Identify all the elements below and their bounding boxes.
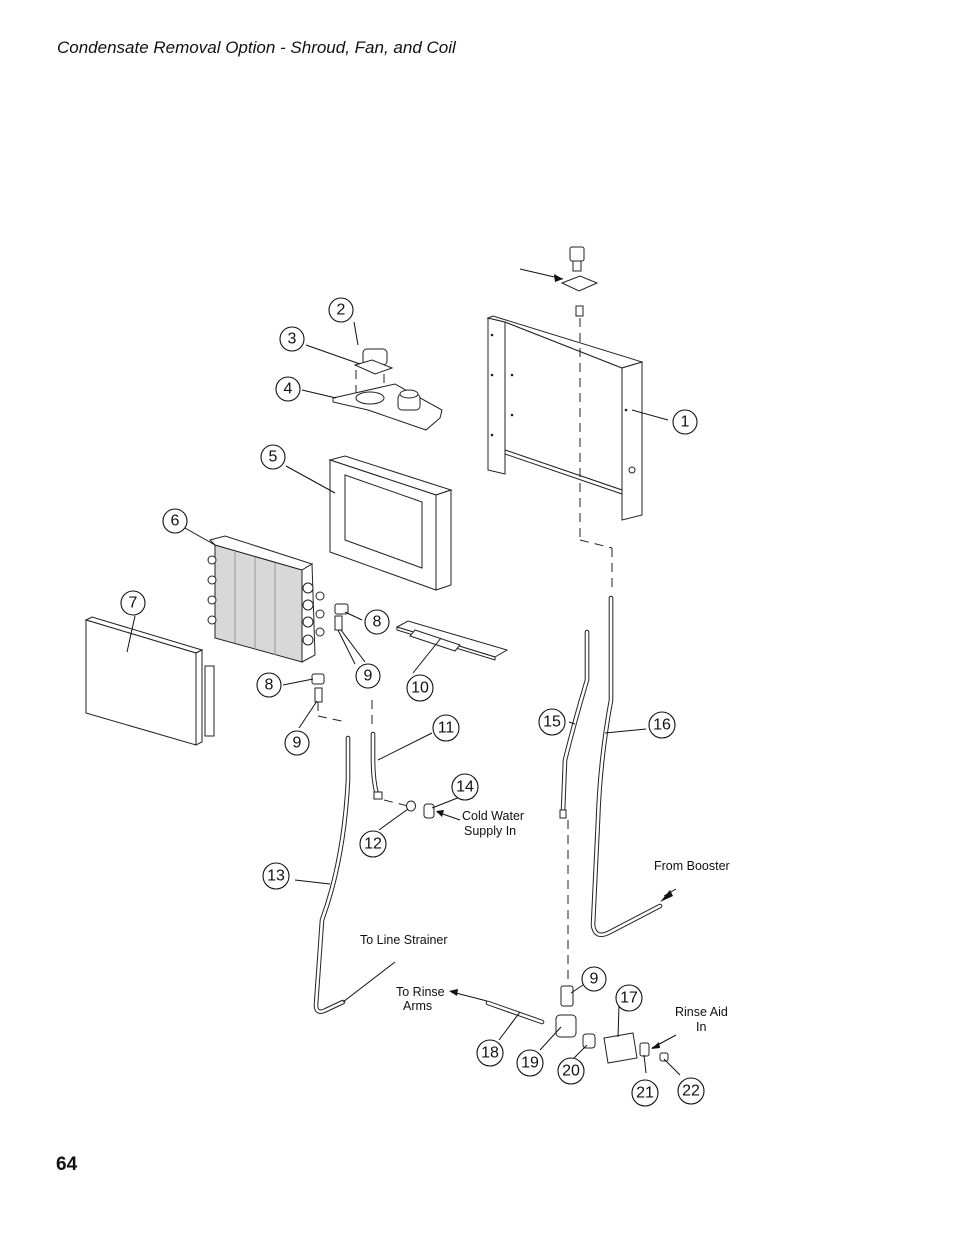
callout-6: 6 [162,508,188,534]
svg-text:3: 3 [288,331,297,348]
svg-text:18: 18 [481,1045,499,1062]
callout-21: 21 [631,1079,659,1107]
svg-text:14: 14 [456,779,474,796]
svg-text:Cold Water: Cold Water [462,809,524,823]
note-from-booster: From Booster [654,859,730,873]
callout-1: 1 [672,409,698,435]
rinse-manifold [449,985,677,1064]
drain-tube [313,735,396,1014]
svg-text:9: 9 [590,971,599,988]
callout-3: 3 [279,326,305,352]
note-cold-water-supply: Cold Water Supply In [462,809,524,838]
svg-text:22: 22 [682,1083,700,1100]
callout-15: 15 [538,708,566,736]
callout-2: 2 [328,297,354,323]
svg-text:4: 4 [284,381,293,398]
rinse-tube [559,629,590,819]
svg-text:5: 5 [269,449,278,466]
callout-18: 18 [476,1039,504,1067]
drain-tray [395,620,509,661]
callout-8-lower: 8 [256,672,282,698]
svg-text:19: 19 [521,1055,539,1072]
callout-4: 4 [275,376,301,402]
callout-5: 5 [260,444,286,470]
callout-11: 11 [432,714,460,742]
callout-19: 19 [516,1049,544,1077]
svg-text:9: 9 [293,735,302,752]
svg-text:To Rinse: To Rinse [396,985,445,999]
svg-text:15: 15 [543,714,561,731]
callout-20: 20 [557,1057,585,1085]
leader-lines [126,321,681,1076]
note-to-rinse-arms: To Rinse Arms [396,985,445,1013]
callout-9-upper: 9 [355,663,381,689]
callout-16: 16 [648,711,676,739]
adapter-fitting [406,800,416,812]
upper-elbow-fittings [334,603,356,665]
svg-text:20: 20 [562,1063,580,1080]
note-rinse-aid-in: Rinse Aid In [675,1005,728,1034]
callout-14: 14 [451,773,479,801]
supply-valve [423,803,461,821]
shroud-panel [486,315,644,521]
svg-text:6: 6 [171,513,180,530]
svg-text:Supply In: Supply In [464,824,516,838]
short-tube [370,700,409,807]
svg-text:9: 9 [364,668,373,685]
svg-text:11: 11 [438,720,455,737]
callout-10: 10 [406,674,434,702]
svg-text:Rinse Aid: Rinse Aid [675,1005,728,1019]
svg-text:1: 1 [681,414,690,431]
cover-panel [84,616,215,746]
svg-text:12: 12 [364,836,382,853]
svg-text:In: In [696,1020,706,1034]
svg-text:17: 17 [620,990,638,1007]
svg-text:13: 13 [267,868,285,885]
condenser-coil [207,535,325,663]
page-title: Condensate Removal Option - Shroud, Fan,… [57,38,456,57]
svg-text:2: 2 [337,302,346,319]
callout-9-left: 9 [284,730,310,756]
coil-frame [328,455,453,591]
callout-9-bottom: 9 [581,966,607,992]
callout-8-upper: 8 [364,609,390,635]
svg-text:8: 8 [265,677,274,694]
callout-12: 12 [359,830,387,858]
page-number: 64 [56,1154,78,1175]
fan-motor-assembly [332,348,443,431]
lower-elbow-fittings [311,673,347,723]
callout-13: 13 [262,862,290,890]
svg-text:7: 7 [129,595,138,612]
svg-text:Arms: Arms [403,999,432,1013]
svg-text:8: 8 [373,614,382,631]
svg-text:16: 16 [653,717,671,734]
svg-text:21: 21 [636,1085,654,1102]
callout-17: 17 [615,984,643,1012]
booster-tube [590,595,677,938]
top-fitting [519,246,599,317]
svg-text:10: 10 [411,680,429,697]
callout-7: 7 [120,590,146,616]
note-to-line-strainer: To Line Strainer [360,933,448,947]
callout-22: 22 [677,1077,705,1105]
